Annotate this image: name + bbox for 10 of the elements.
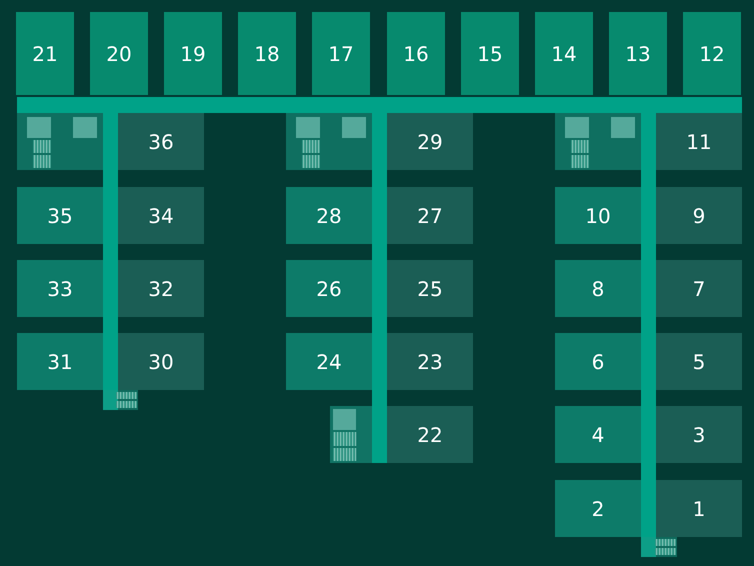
numbered-bay: 17	[312, 12, 370, 95]
numbered-bay: 21	[16, 12, 74, 95]
numbered-bay: 12	[683, 12, 741, 95]
numbered-bay: 15	[461, 12, 519, 95]
numbered-bay: 20	[90, 12, 148, 95]
numbered-bay: 18	[238, 12, 296, 95]
numbered-bay: 16	[387, 12, 445, 95]
numbered-bay: 13	[609, 12, 667, 95]
numbered-bay: 19	[164, 12, 222, 95]
numbered-bay: 14	[535, 12, 593, 95]
